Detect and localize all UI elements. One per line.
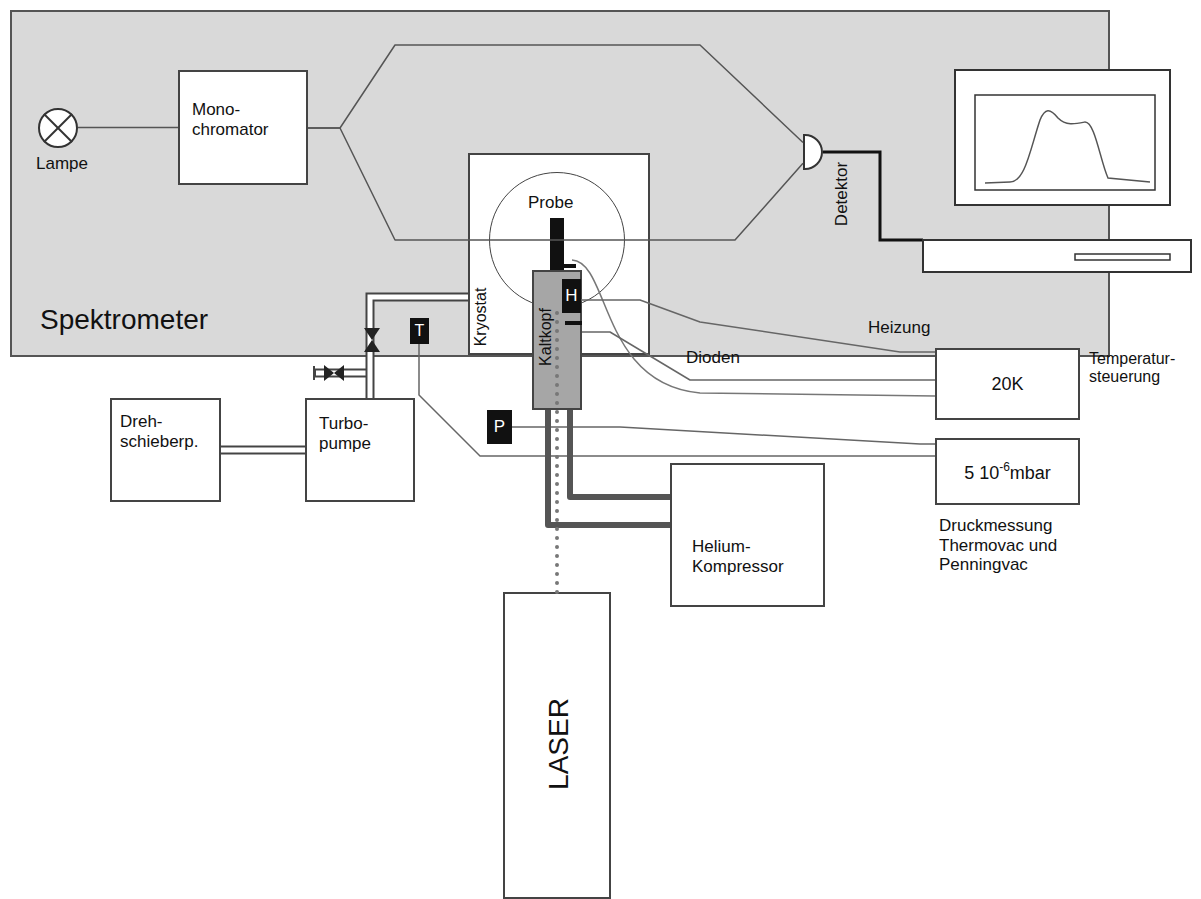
pipe-bore: [316, 371, 372, 376]
node-label: Detektor: [832, 162, 852, 226]
connector: [582, 332, 935, 380]
connector: [78, 127, 178, 128]
valve-symbol: [364, 328, 380, 352]
monitor-screen: [975, 95, 1155, 190]
heater-block: H: [562, 279, 581, 313]
connector-line: [570, 410, 670, 497]
valve-half: [364, 328, 380, 340]
connector-line: [370, 297, 468, 398]
connector-line: [221, 446, 305, 455]
node-label: Spektrometer: [40, 304, 208, 336]
gauge-box: 5 10-6mbarDruckmessung Thermovac und Pen…: [935, 438, 1080, 505]
connector-line: [581, 300, 935, 352]
detector-symbol: Detektor: [803, 134, 823, 170]
diode-wire: [572, 260, 935, 396]
node-label: -6: [999, 460, 1010, 474]
connector-line: [548, 410, 670, 525]
compressor-box: Helium- Kompressor: [670, 463, 825, 607]
pipe-wall: [314, 369, 370, 378]
connector: [512, 427, 935, 444]
connector-line: [582, 332, 935, 380]
node-label: Turbo- pumpe: [319, 414, 389, 453]
connector: [581, 300, 935, 352]
vacuum-pipe: [221, 450, 305, 451]
node-label: P: [494, 417, 505, 437]
connector-line: [78, 127, 178, 129]
detector-cable: [823, 152, 923, 240]
lamp-cross-line: [44, 114, 72, 142]
connector-line: [370, 297, 468, 398]
node-label: Temperatur- steuerung: [1089, 350, 1194, 387]
connector-line: [308, 45, 803, 143]
wire-label: Dioden: [686, 348, 740, 368]
connector: [308, 45, 803, 143]
diode-mark: [564, 264, 576, 268]
controller-box: 20KTemperatur- steuerung: [935, 348, 1080, 420]
diode-mark: [565, 321, 582, 325]
valve-symbol: [324, 365, 344, 381]
cold-head: Kaltkopf H: [532, 270, 582, 410]
valve-half: [324, 365, 334, 381]
connector: [308, 128, 803, 240]
vacuum-pipe: [370, 297, 468, 398]
process-box: Mono- chromator: [178, 70, 308, 185]
node-label: Probe: [528, 193, 573, 213]
pump-box: Dreh- schieberp.: [110, 398, 221, 502]
pipe-cap: [313, 366, 315, 380]
sensor-block: T: [410, 318, 429, 344]
lamp-cross: [44, 114, 72, 142]
lamp-symbol: Lampe: [38, 108, 78, 148]
sample-holder: [550, 218, 564, 270]
node-label: Dreh- schieberp.: [120, 412, 215, 451]
connector: [419, 344, 935, 456]
spectrum-curve: [985, 111, 1150, 183]
node-label: H: [565, 286, 577, 306]
lamp-cross-line: [44, 114, 72, 142]
connector-line: [555, 308, 559, 592]
connector-line: [512, 427, 935, 444]
node-label: Druckmessung Thermovac und Penningvac: [939, 516, 1069, 575]
sensor-block: P: [487, 410, 512, 444]
reading-line: 5 10-6mbar: [937, 460, 1078, 484]
node-label: T: [415, 322, 425, 340]
connector-line: [221, 448, 305, 453]
node-label: mbar: [1010, 463, 1051, 483]
node-label: Kaltkopf: [537, 308, 555, 366]
spectrometer-panel: Spektrometer Lampe Mono- chromatorKryostat…: [10, 10, 1110, 357]
pump-box: Turbo- pumpe: [305, 398, 415, 502]
wire-label: Heizung: [868, 318, 930, 338]
laser-box: LASER: [503, 592, 611, 899]
node-label: Kryostat: [472, 288, 490, 347]
node-label: 5 10: [964, 463, 999, 483]
cryostat-box: KryostatProbeKaltkopfH: [468, 153, 650, 355]
node-label: Mono- chromator: [192, 100, 292, 139]
computer-case: [923, 240, 1191, 272]
node-label: Helium- Kompressor: [692, 537, 802, 576]
connector: [570, 410, 670, 497]
monitor: [955, 70, 1170, 205]
connector-line: [419, 344, 935, 456]
valve-half: [334, 365, 344, 381]
connector: [557, 308, 558, 592]
valve-half: [364, 340, 380, 352]
side-pipe: [314, 366, 372, 380]
connector: [548, 410, 670, 525]
node-label: Lampe: [36, 154, 88, 174]
node-label: LASER: [543, 698, 575, 790]
node-label: 20K: [991, 374, 1023, 395]
connector-line: [308, 128, 803, 240]
drive-slot: [1075, 254, 1170, 260]
